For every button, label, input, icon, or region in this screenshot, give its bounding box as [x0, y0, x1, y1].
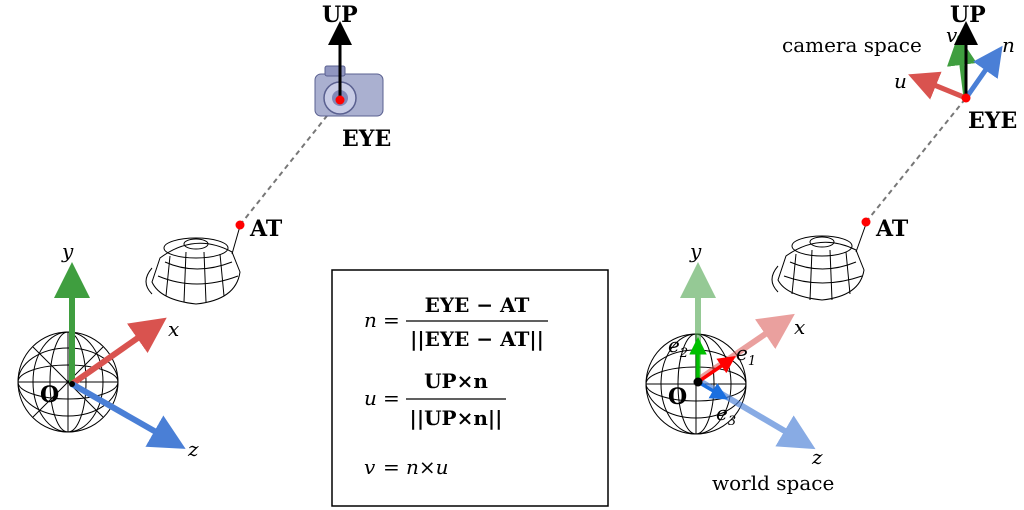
camera-space-label: camera space: [782, 33, 922, 57]
formula-u-den: ||UP×n||: [410, 406, 503, 430]
at-label: AT: [249, 216, 283, 242]
e2-label: e2: [668, 333, 688, 361]
formula-n-den: ||EYE − AT||: [410, 327, 544, 351]
view-direction-line: [865, 97, 967, 223]
formula-box: n = EYE − AT ||EYE − AT|| u = UP×n ||UP×…: [331, 269, 609, 507]
z-axis-label: z: [811, 445, 823, 469]
formula-v-rhs: n×u: [406, 455, 449, 479]
at-point: [235, 220, 245, 230]
z-axis-label: z: [187, 437, 199, 461]
eye-label: EYE: [968, 108, 1017, 134]
v-axis-label: v: [946, 23, 958, 47]
at-point: [861, 217, 871, 227]
x-axis-label: x: [794, 315, 805, 339]
n-axis-arrow: [963, 45, 1003, 100]
sphere-wireframe-icon: [17, 331, 119, 433]
x-axis-arrow: [70, 317, 167, 387]
formula-u-lhs: u: [364, 386, 377, 410]
origin-point: [693, 377, 703, 387]
formula-v-eq: =: [383, 455, 400, 479]
y-axis-label: y: [61, 239, 74, 263]
n-axis-label: n: [1002, 33, 1015, 57]
at-label: AT: [875, 216, 909, 242]
e1-basis-arrow: [697, 356, 736, 384]
eye-label: EYE: [342, 126, 391, 152]
y-axis-label: y: [689, 239, 702, 263]
world-space-label: world space: [712, 471, 834, 495]
formula-u-eq: =: [383, 386, 400, 410]
right-scene: O e2 e1 e3 y x z world space AT: [645, 2, 1017, 495]
e1-label: e1: [736, 341, 756, 369]
z-axis-arrow: [70, 381, 186, 449]
origin-point: [69, 381, 75, 387]
formula-v-lhs: v: [364, 455, 376, 479]
u-axis-arrow: [908, 71, 967, 101]
origin-label: O: [668, 384, 687, 410]
e3-label: e3: [716, 401, 736, 429]
formula-n-lhs: n: [364, 308, 377, 332]
formula-n-eq: =: [383, 308, 400, 332]
x-axis-label: x: [168, 317, 179, 341]
left-scene: O y x z AT UP: [17, 2, 391, 461]
up-label: UP: [322, 2, 358, 28]
camera-icon: [314, 65, 384, 117]
teapot-wireframe-icon: [145, 225, 241, 305]
formula-u-num: UP×n: [424, 369, 488, 393]
teapot-wireframe-icon: [771, 223, 867, 301]
eye-point: [961, 93, 971, 103]
e3-basis-arrow: [697, 380, 729, 400]
u-axis-label: u: [894, 69, 907, 93]
formula-n-num: EYE − AT: [425, 293, 530, 317]
eye-point: [335, 95, 345, 105]
view-direction-line: [239, 101, 339, 226]
up-label: UP: [950, 2, 986, 28]
origin-label: O: [40, 382, 59, 408]
